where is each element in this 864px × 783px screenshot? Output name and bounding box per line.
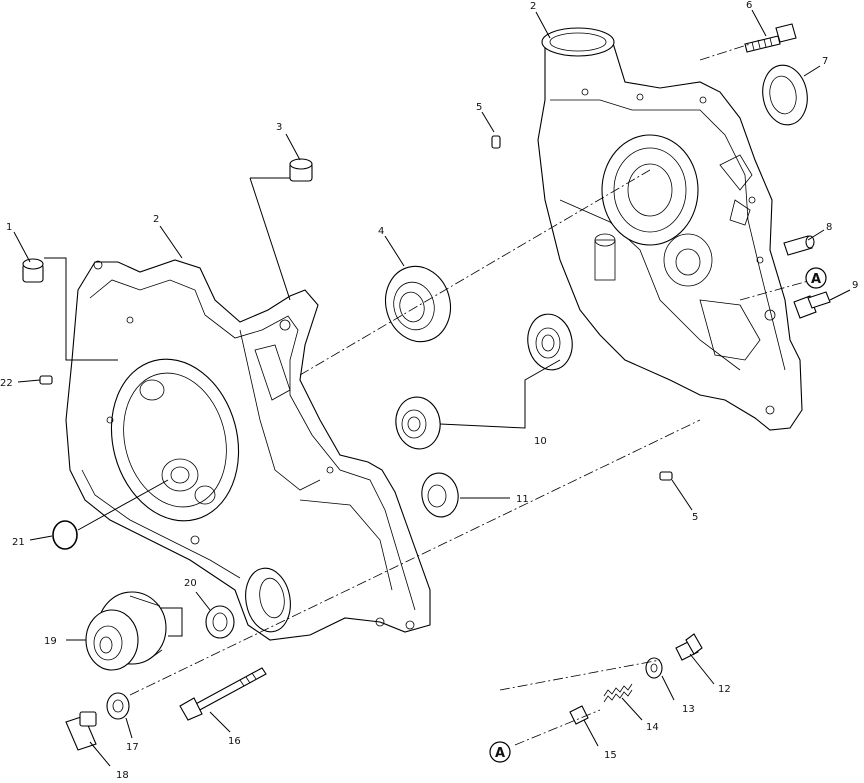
callout-4: 4 [378,226,384,237]
part-15-plunger [569,705,589,725]
callout-9: 9 [852,280,858,291]
callout-12: 12 [718,684,731,695]
callout-7: 7 [822,56,828,67]
callout-13: 13 [682,704,695,715]
part-19-pulley [85,591,167,671]
part-13-washer [645,657,663,679]
part-1-bushing [22,258,44,283]
part-6-bolt [744,23,797,53]
part-12-plug [675,633,703,661]
callout-14: 14 [646,722,659,733]
part-18-drain-plug [65,711,97,751]
part-21-o-ring [52,520,78,550]
reference-marker-a-top: A [805,267,827,289]
part-4-bearing [385,265,451,343]
part-5-pin-upper [491,135,501,149]
callout-2-left: 2 [153,214,159,225]
right-crankcase [537,27,803,431]
part-22-pin [39,375,53,385]
callout-10: 10 [534,436,547,447]
part-20-seal [205,605,235,639]
part-9-fitting [793,291,831,319]
assembly-centerlines [129,43,813,746]
callout-11: 11 [516,494,529,505]
part-16-bolt [179,667,267,721]
left-crankcase [65,259,431,641]
callout-8: 8 [826,222,832,233]
part-17-washer [106,692,130,720]
part-14-spring [603,683,633,703]
callout-6: 6 [746,0,752,11]
callout-16: 16 [228,736,241,747]
part-10-bearing-upper [527,313,573,371]
callout-17: 17 [126,742,139,753]
reference-marker-a-top-label: A [811,272,821,287]
reference-marker-a-bottom-label: A [495,746,505,761]
callout-5-upper: 5 [476,102,482,113]
part-10-bearing-lower [395,396,441,450]
callout-21: 21 [12,537,25,548]
part-5-pin-lower [659,471,673,481]
part-3-bushing [289,158,313,182]
callout-1: 1 [6,222,12,233]
part-7-oil-seal [762,64,808,126]
part-11-bearing [421,472,459,518]
callout-22: 22 [0,378,13,389]
callout-18: 18 [116,770,129,779]
callout-15: 15 [604,750,617,761]
callout-3: 3 [276,122,282,133]
reference-marker-a-bottom: A [489,741,511,763]
callout-5-lower: 5 [692,512,698,523]
callout-19: 19 [44,636,57,647]
callout-2-right: 2 [530,1,536,12]
leader-lines [13,9,851,767]
callout-20: 20 [184,578,197,589]
part-8-dowel [783,235,815,256]
